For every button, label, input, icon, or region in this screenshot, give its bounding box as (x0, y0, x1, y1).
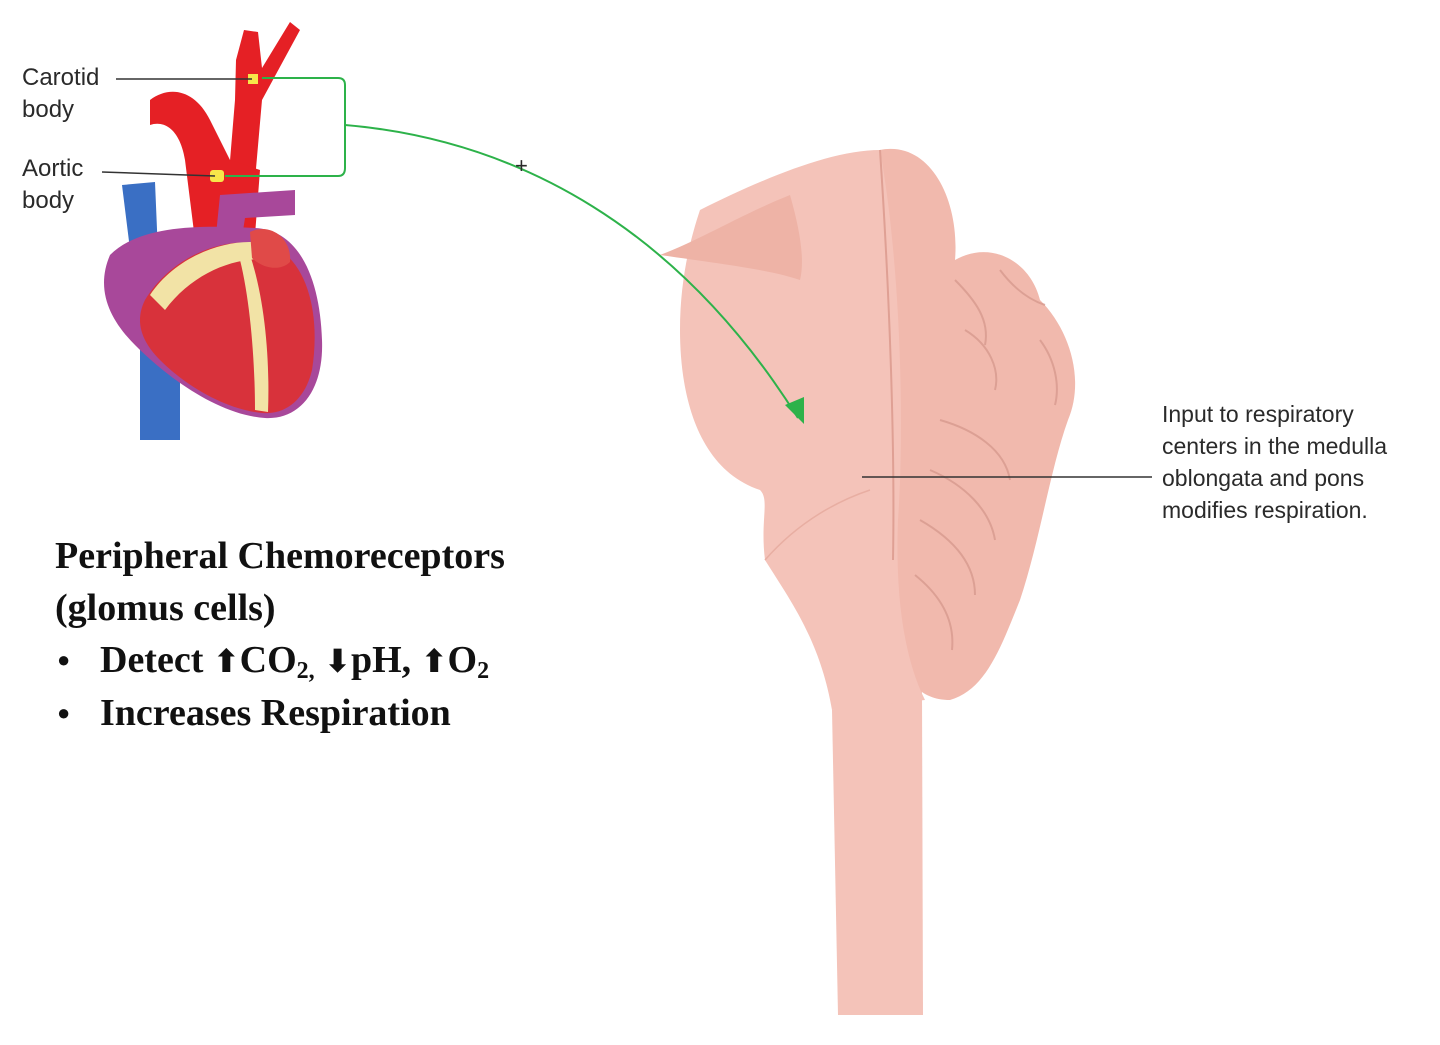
bullet-detect: ● Detect ⬆CO2, ⬇pH, ⬆O2 (55, 634, 655, 687)
signal-arrow (344, 124, 799, 419)
aortic-body-label: Aortic body (22, 155, 84, 214)
increases-respiration-text: Increases Respiration (100, 692, 451, 734)
optic-flap (660, 195, 802, 280)
aortic-body-marker (210, 170, 224, 182)
up-arrow-icon: ⬆ (420, 642, 448, 680)
co2-subscript: 2, (296, 658, 315, 684)
summary-subtitle: (glomus cells) (55, 587, 276, 629)
carotid-artery (228, 22, 300, 185)
stimulation-sign: + (515, 153, 528, 178)
pons-medulla (680, 150, 925, 710)
signal-arrowhead (785, 397, 804, 424)
chemoreceptor-summary: Peripheral Chemoreceptors (glomus cells)… (55, 530, 655, 739)
aortic-leader-line (101, 171, 216, 177)
carotid-body-label: Carotid body (22, 64, 100, 123)
summary-title: Peripheral Chemoreceptors (55, 535, 505, 577)
brainstem-illustration (660, 148, 1076, 1015)
down-arrow-icon: ⬇ (324, 642, 351, 680)
ph-label: pH, (350, 639, 412, 681)
bullet-dot: ● (57, 700, 71, 725)
bullet-dot: ● (57, 647, 71, 672)
co2-label: CO (239, 639, 297, 681)
o2-label: O (447, 639, 478, 681)
cerebellum-folia (914, 269, 1058, 651)
respiratory-centers-label: Input to respiratory centers in the medu… (1162, 401, 1388, 523)
detect-word: Detect (100, 639, 204, 681)
receptor-bracket (225, 77, 346, 177)
cerebellum (880, 148, 1076, 700)
up-arrow-icon: ⬆ (212, 642, 240, 680)
carotid-body-marker (248, 74, 258, 84)
heart-illustration (104, 22, 323, 440)
right-atrium (250, 228, 291, 268)
spinal-cord (832, 690, 923, 1015)
o2-subscript: 2 (477, 658, 490, 684)
bullet-increases: ● Increases Respiration (55, 687, 655, 739)
